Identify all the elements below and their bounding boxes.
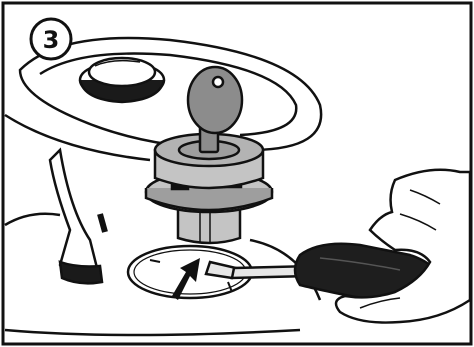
- step-badge-icon: 3: [31, 19, 71, 59]
- top-button: [80, 58, 164, 102]
- step-number: 3: [43, 26, 60, 54]
